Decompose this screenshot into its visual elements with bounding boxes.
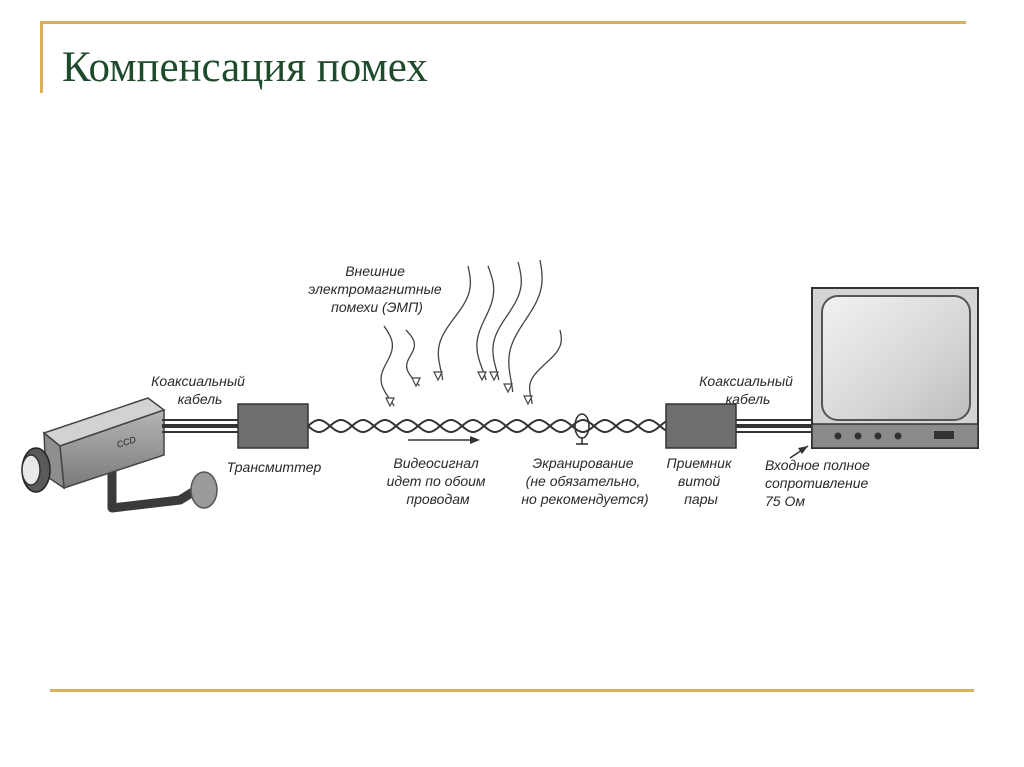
receiver-label-line: витой: [678, 473, 720, 489]
camera-lens-glass: [21, 454, 41, 486]
signal-label: Видеосигнал идет по обоим проводам: [387, 455, 490, 507]
emi-arrow-head: [433, 371, 443, 382]
impedance-label-line: 75 Ом: [765, 493, 805, 509]
emi-wave-arrow: [528, 329, 562, 405]
coax-right-label: Коаксиальный кабель: [699, 373, 797, 407]
left-rule: [40, 21, 43, 93]
emi-label: Внешние электромагнитные помехи (ЭМП): [308, 263, 445, 315]
emi-wave-arrow: [405, 329, 421, 387]
emi-arrow-head: [503, 383, 513, 394]
shielding-label-line: (не обязательно,: [526, 473, 641, 489]
emi-label-line: Внешние: [345, 263, 405, 279]
monitor-power-switch: [934, 431, 954, 439]
transmitter-label: Трансмиттер: [227, 459, 322, 475]
receiver-label: Приемник витой пары: [667, 455, 736, 507]
impedance-label-line: сопротивление: [765, 475, 869, 491]
emi-label-line: помехи (ЭМП): [331, 299, 423, 315]
emi-wave-arrow: [437, 265, 472, 381]
slide-title: Компенсация помех: [62, 44, 428, 91]
camera-mount-arm: [107, 470, 199, 513]
coax-cable-right: [736, 419, 812, 433]
coax-cable-left: [162, 419, 238, 433]
signal-label-line: проводам: [406, 491, 470, 507]
shielding-label-line: Экранирование: [533, 455, 634, 471]
shielding-symbol: [574, 413, 590, 445]
receiver-label-line: Приемник: [667, 455, 733, 471]
emi-wave-arrow: [380, 325, 395, 407]
signal-label-line: Видеосигнал: [393, 455, 478, 471]
shielding-label-line: но рекомендуется): [521, 491, 648, 507]
emi-wave-arrow: [492, 261, 522, 381]
coax-left-label-line: кабель: [178, 391, 223, 407]
signal-label-line: идет по обоим: [387, 473, 486, 489]
top-rule: [40, 21, 966, 24]
coax-right-label-line: кабель: [726, 391, 771, 407]
emi-arrow-head: [411, 377, 421, 388]
signal-direction-arrow: [408, 436, 480, 444]
monitor-knob: [874, 432, 882, 440]
twisted-pair-cable: [307, 419, 667, 433]
emi-wave-arrow: [508, 259, 543, 393]
impedance-label: Входное полное сопротивление 75 Ом: [765, 457, 874, 509]
emi-arrow-head: [523, 395, 533, 406]
monitor-screen: [821, 295, 971, 421]
monitor-knob: [854, 432, 862, 440]
transmitter-box: [237, 403, 309, 449]
camera-mount-plate: [190, 471, 218, 509]
coax-right-label-line: Коаксиальный: [699, 373, 793, 389]
emi-arrows: [380, 259, 562, 408]
bottom-rule: [50, 689, 974, 692]
receiver-label-line: пары: [684, 491, 718, 507]
monitor-knob: [894, 432, 902, 440]
emi-label-line: электромагнитные: [308, 281, 442, 297]
impedance-label-line: Входное полное: [765, 457, 870, 473]
coax-left-label-line: Коаксиальный: [151, 373, 245, 389]
coax-left-label: Коаксиальный кабель: [151, 373, 249, 407]
monitor-knob: [834, 432, 842, 440]
receiver-box: [665, 403, 737, 449]
shielding-label: Экранирование (не обязательно, но рекоме…: [521, 455, 648, 507]
impedance-pointer-arrow: [789, 445, 809, 459]
emi-arrow-head: [477, 371, 487, 382]
camera-icon: CCD: [21, 397, 218, 513]
emi-wave-arrow: [476, 265, 495, 381]
emi-arrow-head: [489, 371, 499, 382]
emi-arrow-head: [385, 397, 395, 408]
monitor-icon: [811, 287, 979, 449]
